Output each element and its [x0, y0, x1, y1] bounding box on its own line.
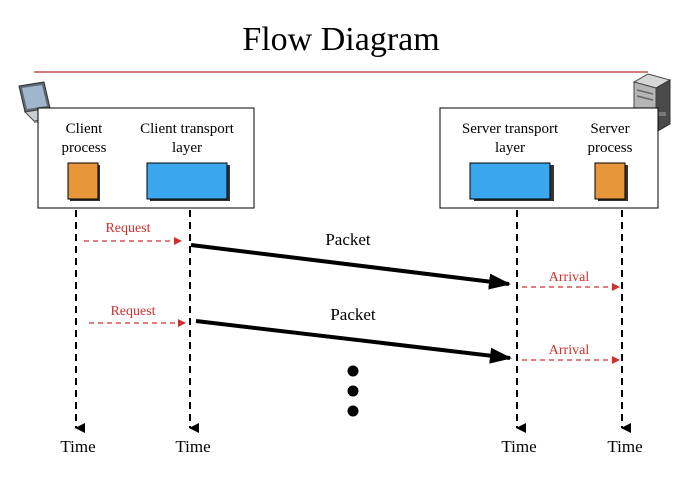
- page-title: Flow Diagram: [242, 21, 439, 58]
- client-process-label-2: process: [62, 140, 107, 156]
- ellipsis-dot-1: [347, 365, 359, 377]
- request-label-1: Request: [105, 221, 150, 236]
- packet-arrow-1: [190, 243, 511, 290]
- packet-label-1: Packet: [325, 230, 371, 249]
- packet-label-2: Packet: [330, 305, 376, 324]
- client-transport-label-1: Client transport: [140, 121, 235, 137]
- server-transport-box: [469, 162, 551, 200]
- time-label-server-process: Time: [607, 437, 642, 456]
- server-process-box: [594, 162, 626, 200]
- server-process-label-2: process: [588, 140, 633, 156]
- request-label-2: Request: [110, 304, 155, 319]
- client-transport-box: [146, 162, 228, 200]
- time-label-server-transport: Time: [501, 437, 536, 456]
- arrival-label-1: Arrival: [549, 270, 590, 285]
- time-label-client-transport: Time: [175, 437, 210, 456]
- ellipsis-dot-2: [347, 385, 359, 397]
- server-transport-label-1: Server transport: [462, 121, 559, 137]
- arrival-label-2: Arrival: [549, 343, 590, 358]
- client-process-box: [67, 162, 99, 200]
- client-process-label-1: Client: [66, 121, 103, 137]
- packet-arrow-2: [195, 319, 512, 364]
- client-transport-label-2: layer: [172, 140, 202, 156]
- time-label-client-process: Time: [60, 437, 95, 456]
- ellipsis-dot-3: [347, 405, 359, 417]
- server-process-label-1: Server: [590, 121, 629, 137]
- server-transport-label-2: layer: [495, 140, 525, 156]
